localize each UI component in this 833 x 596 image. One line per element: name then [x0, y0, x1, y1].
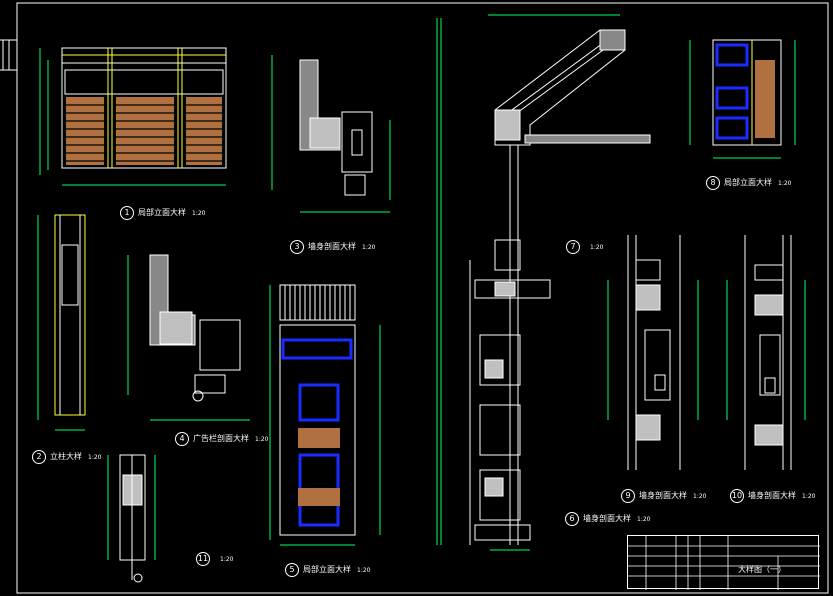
view-2-column — [37, 214, 86, 431]
view-11-detail — [107, 454, 156, 583]
title-block: 大样图（一） — [627, 535, 820, 590]
view-6-tall-section — [436, 14, 651, 551]
view-9-section — [607, 235, 699, 470]
view-1-elevation — [39, 47, 227, 186]
sheet-title: 大样图（一） — [738, 565, 786, 574]
title-block-grid — [628, 536, 820, 590]
view-3-section — [271, 55, 391, 213]
view-4-section — [127, 254, 250, 421]
view-8-elevation — [689, 39, 796, 159]
view-5-elevation — [269, 284, 381, 546]
view-10-section — [726, 235, 806, 470]
